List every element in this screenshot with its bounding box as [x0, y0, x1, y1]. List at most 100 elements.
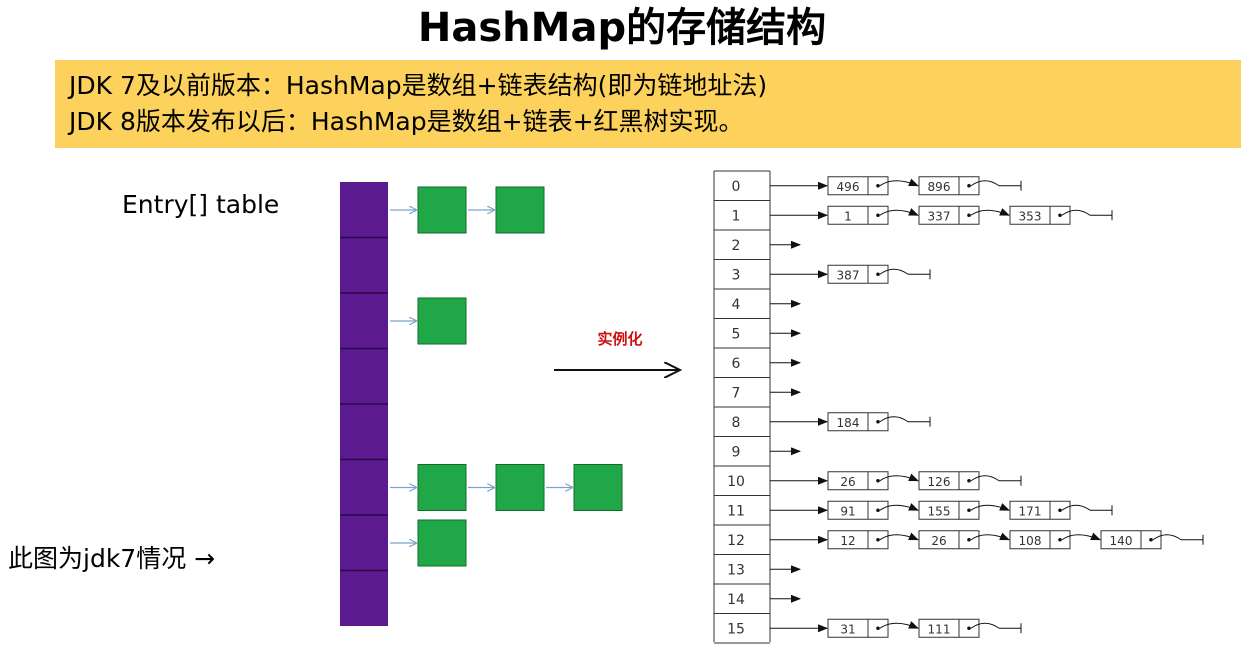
next-pointer-dot	[876, 213, 880, 218]
list-node	[918, 471, 980, 491]
next-pointer-dot	[967, 183, 971, 188]
next-pointer-dot	[876, 626, 880, 631]
next-pointer-dot	[876, 183, 880, 188]
list-node	[918, 176, 980, 196]
next-pointer-dot	[876, 272, 880, 277]
list-node-value: 337	[928, 209, 951, 223]
tail-link-curve	[970, 622, 1000, 629]
version-banner: JDK 7及以前版本：HashMap是数组+链表结构(即为链地址法) JDK 8…	[55, 60, 1241, 148]
next-pointer-dot	[876, 508, 880, 513]
list-node	[827, 205, 889, 225]
tail-link-curve	[970, 180, 1000, 187]
left-entry-table-diagram	[340, 182, 623, 626]
tail-link-curve	[1152, 534, 1182, 541]
entry-node	[495, 464, 545, 511]
list-node	[918, 618, 980, 638]
entry-node	[417, 519, 467, 567]
bucket-index: 1	[732, 208, 741, 224]
banner-line-jdk7: JDK 7及以前版本：HashMap是数组+链表结构(即为链地址法)	[69, 71, 768, 100]
next-pointer-dot	[1149, 537, 1153, 542]
list-node	[1009, 205, 1071, 225]
next-link-arrow	[879, 473, 919, 482]
bucket-index: 7	[732, 385, 741, 401]
next-pointer-dot	[967, 478, 971, 483]
list-node-value: 171	[1019, 504, 1042, 518]
bucket-index: 3	[732, 267, 741, 283]
next-link-arrow	[879, 208, 919, 216]
entry-node	[495, 186, 545, 234]
entry-table-label: Entry[] table	[122, 190, 280, 219]
list-node	[827, 412, 889, 432]
page-title: HashMap的存储结构	[417, 5, 827, 51]
list-node-value: 26	[931, 534, 946, 548]
list-node	[918, 530, 980, 550]
next-link-arrow	[879, 532, 919, 541]
list-node	[827, 264, 889, 284]
next-link-arrow	[1061, 532, 1101, 541]
next-pointer-dot	[967, 508, 971, 513]
next-link-arrow	[879, 178, 919, 187]
list-node-value: 155	[928, 504, 951, 518]
list-node-value: 140	[1110, 534, 1133, 548]
list-node	[827, 530, 889, 550]
next-pointer-dot	[876, 478, 880, 483]
bucket-index: 4	[732, 297, 741, 313]
entry-node	[417, 186, 467, 234]
instantiate-arrow-group: 实例化	[554, 330, 680, 370]
list-node	[918, 500, 980, 520]
bucket-index: 9	[732, 444, 741, 460]
tail-link-curve	[879, 268, 909, 275]
tail-link-curve	[970, 475, 1000, 482]
next-link-arrow	[879, 621, 919, 629]
list-node-value: 108	[1019, 534, 1042, 548]
next-pointer-dot	[967, 626, 971, 631]
entry-node	[417, 297, 467, 345]
jdk7-note-label: 此图为jdk7情况 →	[8, 544, 216, 573]
entry-node	[417, 464, 467, 511]
next-pointer-dot	[1058, 537, 1062, 542]
list-node	[827, 500, 889, 520]
next-pointer-dot	[876, 537, 880, 542]
tail-link-curve	[1061, 209, 1091, 216]
list-node	[918, 205, 980, 225]
list-node-value: 31	[840, 622, 855, 636]
bucket-index: 8	[732, 415, 741, 431]
next-pointer-dot	[967, 537, 971, 542]
bucket-index: 15	[727, 621, 745, 637]
list-node-value: 1	[844, 209, 852, 223]
next-link-arrow	[970, 208, 1010, 216]
list-node	[1009, 530, 1071, 550]
bucket-index: 2	[732, 238, 741, 254]
list-node-value: 12	[840, 534, 855, 548]
next-pointer-dot	[967, 213, 971, 218]
next-link-arrow	[970, 532, 1010, 541]
list-node-value: 91	[840, 504, 855, 518]
bucket-index: 5	[732, 326, 741, 342]
bucket-index: 10	[727, 474, 745, 490]
list-node-value: 184	[837, 416, 860, 430]
list-node-value: 353	[1019, 209, 1042, 223]
next-pointer-dot	[876, 419, 880, 424]
list-node	[1100, 530, 1162, 550]
next-pointer-dot	[1058, 213, 1062, 218]
bucket-index: 14	[727, 592, 745, 608]
bucket-index: 6	[732, 356, 741, 372]
list-node-value: 111	[928, 622, 951, 636]
next-link-arrow	[970, 503, 1010, 511]
tail-link-curve	[879, 416, 909, 423]
next-pointer-dot	[1058, 508, 1062, 513]
tail-link-curve	[1061, 504, 1091, 511]
list-node	[827, 176, 889, 196]
bucket-index: 12	[727, 533, 745, 549]
instantiate-label: 实例化	[597, 330, 642, 348]
bucket-index: 13	[727, 562, 745, 578]
list-node	[827, 471, 889, 491]
list-node-value: 896	[928, 180, 951, 194]
list-node	[1009, 500, 1071, 520]
banner-line-jdk8: JDK 8版本发布以后：HashMap是数组+链表+红黑树实现。	[69, 107, 744, 136]
list-node-value: 26	[840, 475, 855, 489]
bucket-index: 0	[732, 179, 741, 195]
bucket-index: 11	[727, 503, 745, 519]
